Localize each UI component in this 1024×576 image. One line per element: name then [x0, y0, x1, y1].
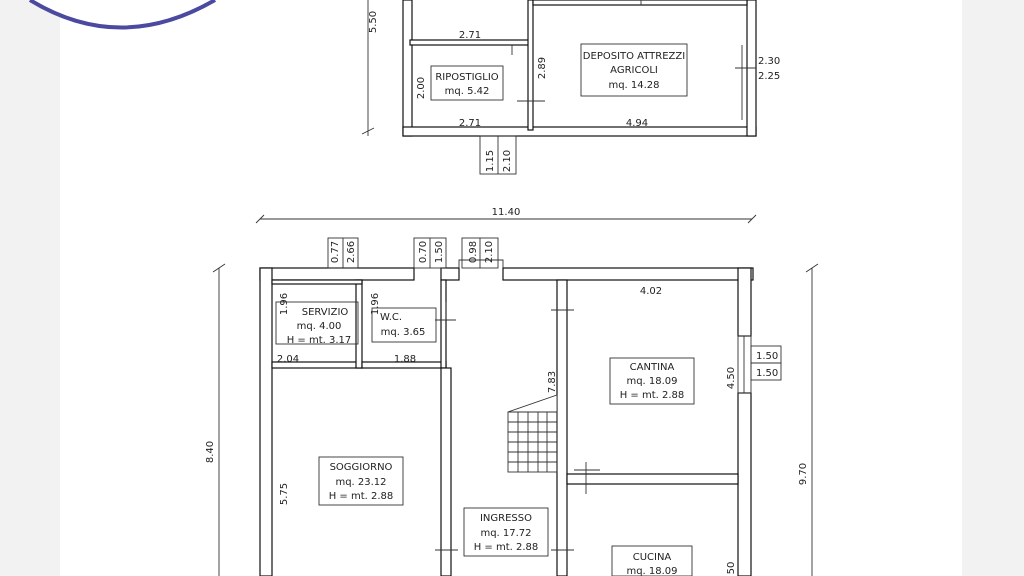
area-cucina: mq. 18.09 — [626, 566, 677, 576]
dim-win-077: 0.77 — [330, 241, 341, 263]
height-soggiorno: H = mt. 2.88 — [329, 491, 394, 502]
area-servizio: mq. 4.00 — [297, 321, 342, 332]
brand-logo-icon — [28, 0, 217, 30]
dim-wc-width: 1.88 — [394, 354, 416, 365]
dim-servizio-height: 1.96 — [279, 293, 290, 315]
lower-plan — [212, 43, 819, 576]
label-servizio: SERVIZIO — [302, 307, 349, 318]
dim-ripostiglio-height: 2.00 — [416, 77, 427, 99]
dim-cantina-win-2: 1.50 — [756, 368, 778, 379]
label-ingresso: INGRESSO — [480, 513, 532, 524]
label-ripostiglio: RIPOSTIGLIO — [435, 72, 498, 83]
dim-soggiorno-height: 5.75 — [279, 483, 290, 505]
dim-wc-height: 1.96 — [370, 293, 381, 315]
label-deposito-2: AGRICOLI — [610, 65, 658, 76]
dim-win-210: 2.10 — [484, 241, 495, 263]
dim-cucina-partial: 50 — [726, 562, 737, 575]
dim-left-height: 8.40 — [205, 441, 216, 463]
label-cucina: CUCINA — [633, 552, 672, 563]
dim-door-289: 2.89 — [537, 57, 548, 79]
area-deposito: mq. 14.28 — [608, 80, 659, 91]
dim-upper-top-left: 2.71 — [459, 30, 481, 41]
dim-corridor-length: 7.83 — [547, 371, 558, 393]
dim-overall-width: 11.40 — [492, 207, 521, 218]
dim-win-266: 2.66 — [346, 241, 357, 263]
area-soggiorno: mq. 23.12 — [335, 477, 386, 488]
dim-win-070: 0.70 — [418, 241, 429, 263]
label-wc: W.C. — [380, 312, 402, 323]
dim-door-115: 1.15 — [485, 150, 496, 172]
staircase — [507, 394, 558, 473]
area-cantina: mq. 18.09 — [626, 376, 677, 387]
dim-upper-bottom-right: 4.94 — [626, 118, 648, 129]
dim-upper-height: 5.50 — [368, 11, 379, 33]
area-wc: mq. 3.65 — [381, 327, 426, 338]
height-ingresso: H = mt. 2.88 — [474, 542, 539, 553]
upper-plan — [361, 0, 757, 175]
area-ingresso: mq. 17.72 — [480, 528, 531, 539]
dim-door-210: 2.10 — [502, 150, 513, 172]
dim-window-225: 2.25 — [758, 71, 780, 82]
height-cantina: H = mt. 2.88 — [620, 390, 685, 401]
dim-cantina-win-1: 1.50 — [756, 351, 778, 362]
dim-cantina-width: 4.02 — [640, 286, 662, 297]
dim-win-150: 1.50 — [434, 241, 445, 263]
dim-upper-bottom-left: 2.71 — [459, 118, 481, 129]
dim-cantina-height: 4.50 — [726, 367, 737, 389]
dim-servizio-width: 2.04 — [277, 354, 299, 365]
height-servizio: H = mt. 3.17 — [287, 335, 352, 346]
area-ripostiglio: mq. 5.42 — [445, 86, 490, 97]
dim-right-height: 9.70 — [798, 463, 809, 485]
dim-win-098: 0.98 — [468, 241, 479, 263]
dim-window-230: 2.30 — [758, 56, 780, 67]
label-cantina: CANTINA — [630, 362, 675, 373]
label-soggiorno: SOGGIORNO — [330, 462, 393, 473]
label-deposito-1: DEPOSITO ATTREZZI — [583, 51, 685, 62]
